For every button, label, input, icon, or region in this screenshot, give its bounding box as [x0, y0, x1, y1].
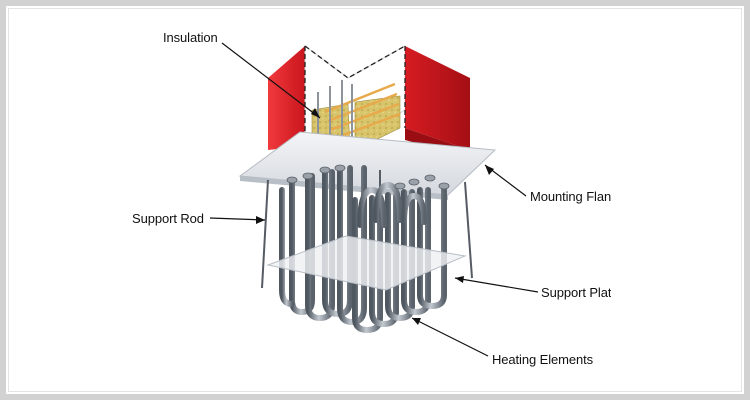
support-plate — [266, 235, 467, 291]
housing-right-face — [405, 46, 470, 150]
housing-left-face — [268, 46, 305, 150]
label-support-rod: Support Rod — [132, 211, 204, 226]
leader-support-rod — [209, 217, 266, 221]
insulation-rods — [324, 82, 401, 141]
leader-arrowheads — [256, 108, 494, 325]
label-support-plate: Support Plat — [541, 285, 611, 300]
cutaway-edge-top — [304, 45, 406, 79]
leader-heating-elements — [411, 317, 489, 357]
leader-insulation — [221, 42, 321, 119]
element-caps — [286, 164, 450, 190]
support-rod-right — [464, 181, 473, 279]
leader-support-plate — [454, 277, 539, 293]
support-rod-left — [261, 179, 269, 289]
label-mounting-flange: Mounting Flang — [530, 189, 611, 204]
label-insulation: Insulation — [163, 30, 218, 45]
heating-elements — [279, 165, 447, 334]
label-heating-elements: Heating Elements — [492, 352, 594, 367]
support-plate-face — [266, 235, 467, 291]
